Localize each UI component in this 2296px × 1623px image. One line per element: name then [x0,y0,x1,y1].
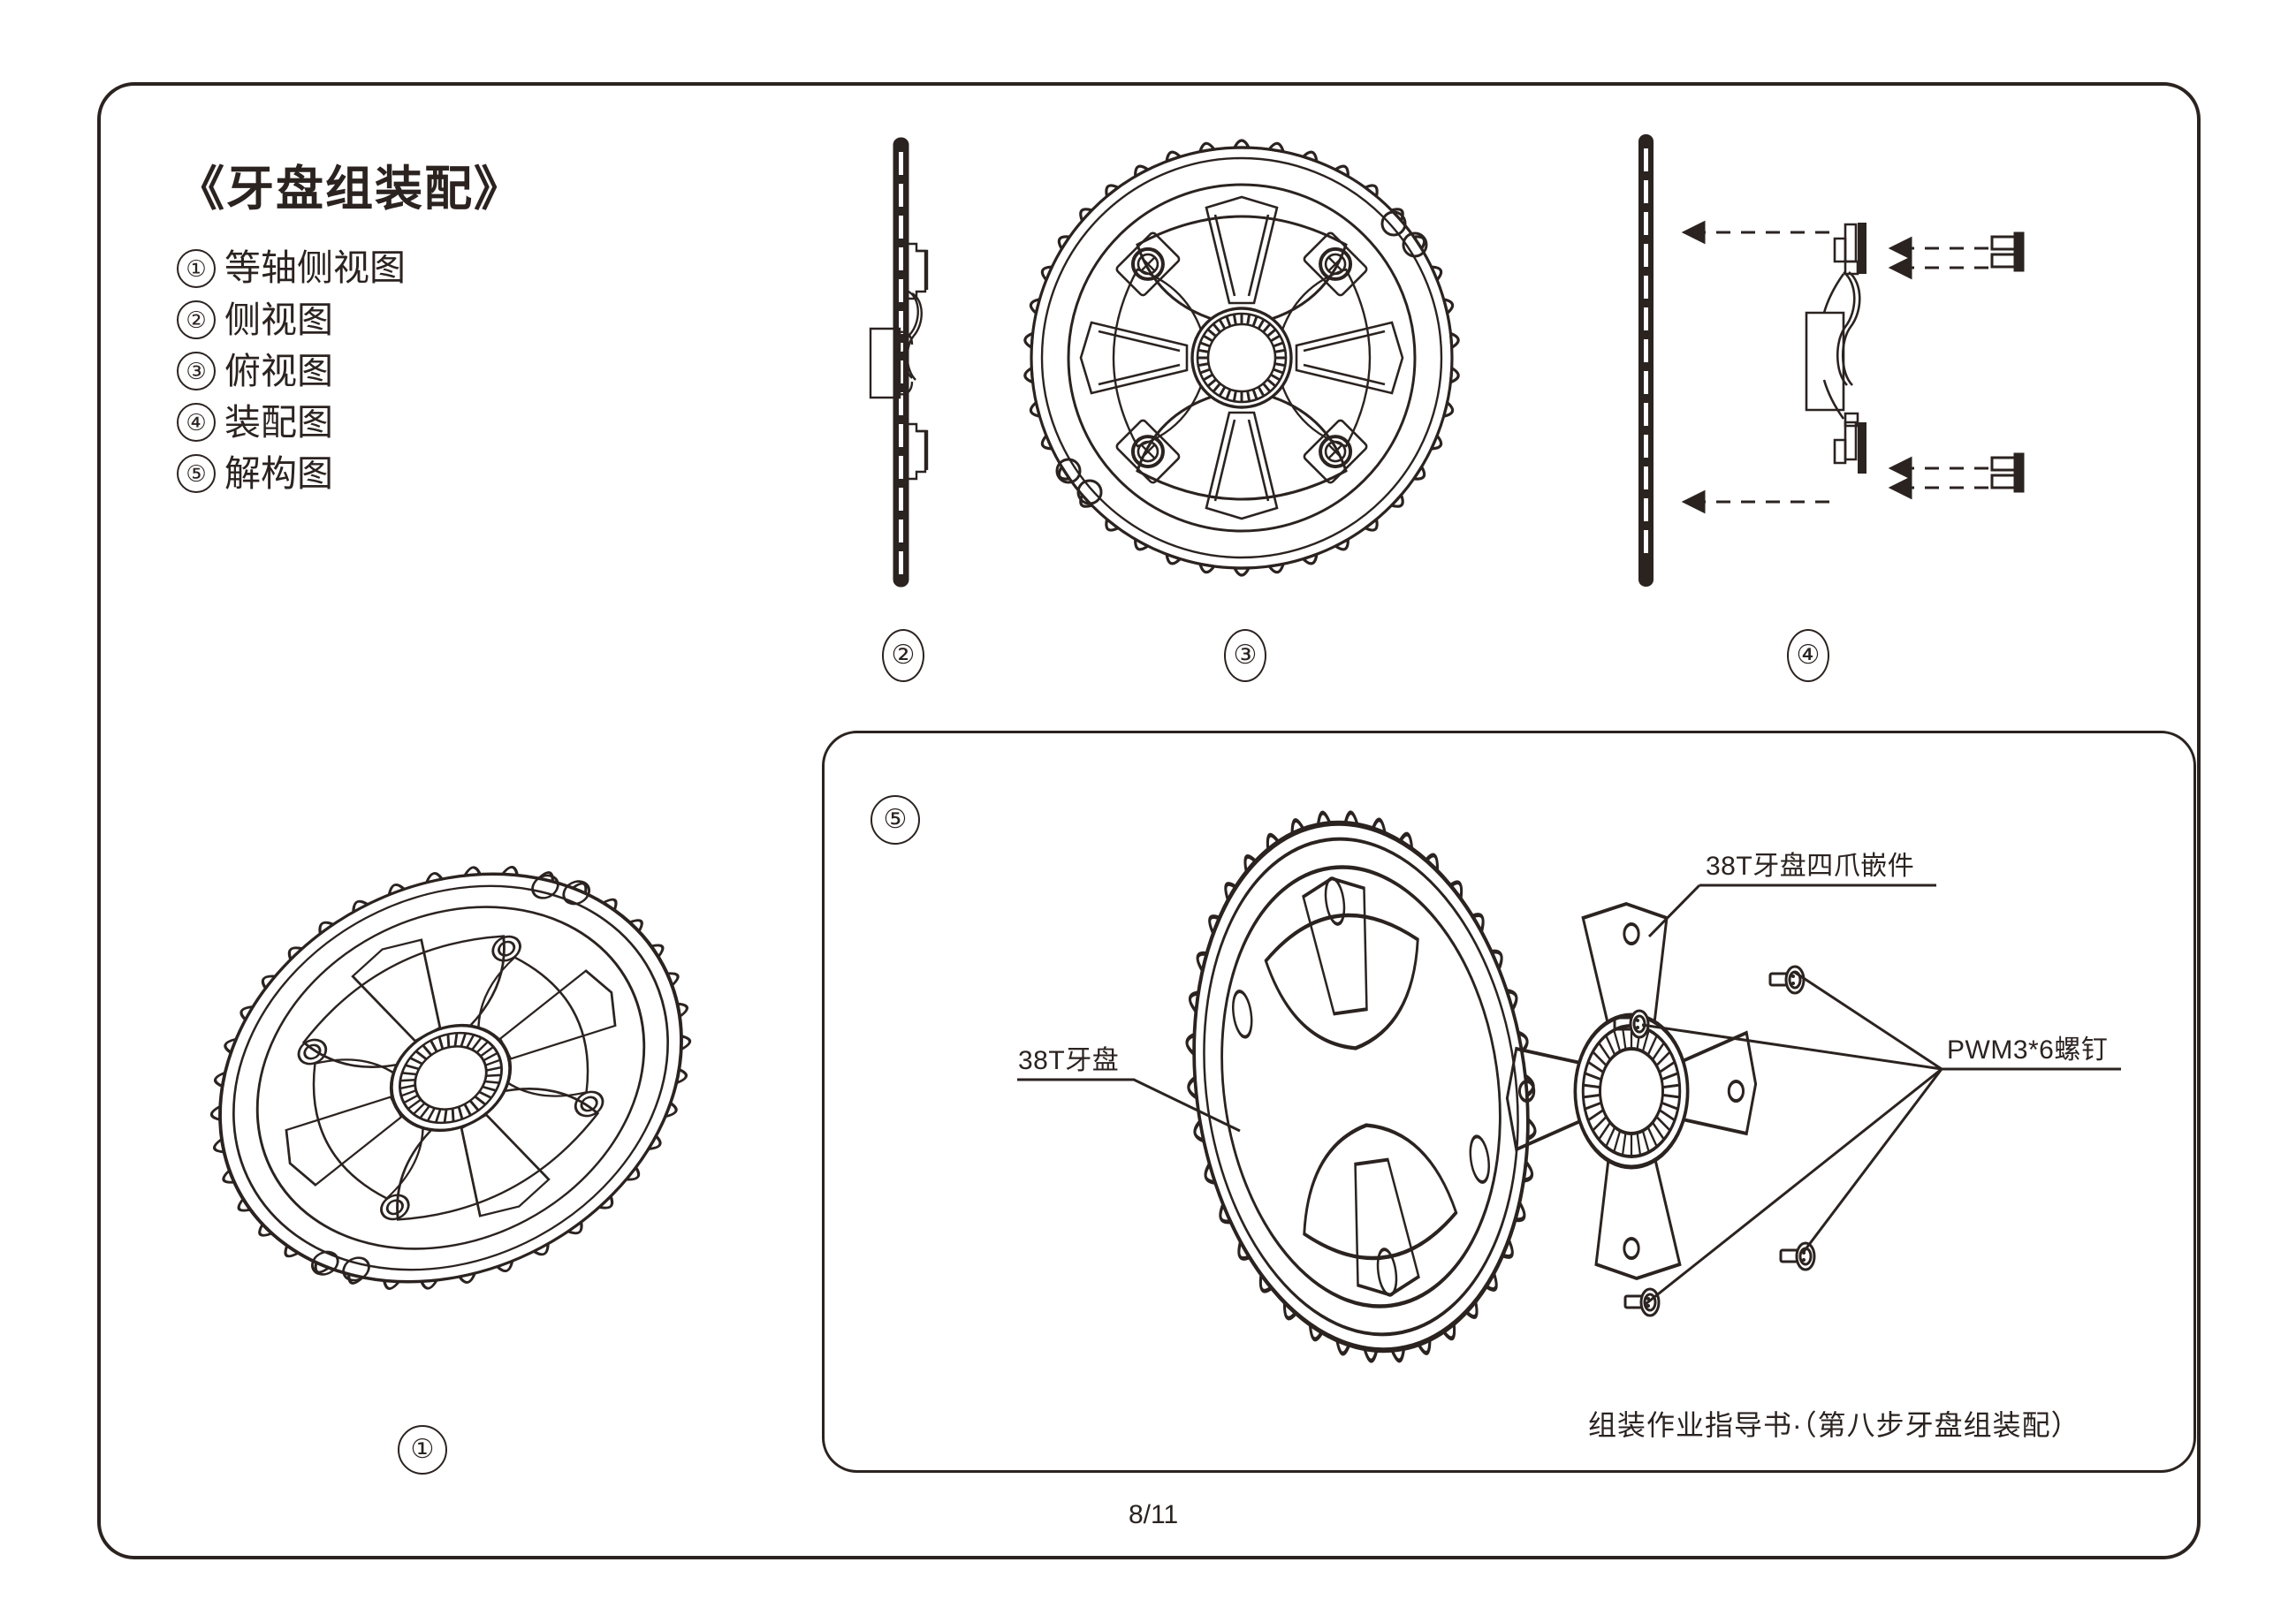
exploded-view-panel [822,731,2196,1473]
legend-number-icon: ① [177,248,216,288]
view-legend-list: ① 等轴侧视图 ② 侧视图 ③ 俯视图 ④ 装配图 ⑤ 解构图 [177,242,636,499]
legend-number-icon: ② [177,300,216,339]
footer-caption: 组装作业指导书·（第八步牙盘组装配） [1588,1409,2080,1441]
legend-number-icon: ③ [177,351,216,391]
legend-number-icon: ④ [177,403,216,443]
annotation-chainring: 38T牙盘 [1018,1046,1120,1075]
legend-item: ④ 装配图 [177,397,636,448]
assembly-arrow [1681,489,1829,514]
splined-hub-icon [1190,307,1293,409]
legend-item: ③ 俯视图 [177,345,636,397]
side-view-drawing [862,133,968,592]
assembly-arrow [1888,456,1988,481]
view-marker-top: ③ [1224,629,1266,682]
view-marker-side: ② [882,629,924,682]
legend-item: ① 等轴侧视图 [177,242,636,293]
assembly-arrow [1888,236,1988,261]
annotation-spider-insert: 38T牙盘四爪嵌件 [1706,852,1915,881]
exploded-screw [1778,1235,1826,1278]
page-number: 8/11 [1129,1500,1179,1529]
legend-label: 等轴侧视图 [224,247,406,289]
legend-item: ② 侧视图 [177,294,636,345]
isometric-view-drawing [177,769,725,1387]
exploded-spider-insert-drawing [1481,901,1782,1281]
assembly-arrow [1681,220,1829,245]
legend-label: 俯视图 [224,350,333,391]
annotation-screws: PWM3*6螺钉 [1947,1035,2109,1065]
mounting-screw-group [1115,231,1368,484]
assembly-view-drawing [1617,131,1988,590]
assembly-screw-pair-top [1988,231,2041,284]
title-block: 《牙盘组装配》 ① 等轴侧视图 ② 侧视图 ③ 俯视图 ④ 装配图 ⑤ 解构图 [177,163,636,499]
legend-label: 解构图 [224,453,333,495]
legend-number-icon: ⑤ [177,454,216,494]
legend-label: 装配图 [224,402,333,444]
page-border [97,82,2201,1559]
exploded-screw [1768,959,1815,1001]
exploded-screw [1612,1003,1660,1045]
page-title: 《牙盘组装配》 [177,163,523,216]
assembly-arrow [1888,475,1988,500]
top-view-drawing [1007,124,1476,592]
view-marker-isometric: ① [398,1425,447,1475]
assembly-screw-pair-bottom [1988,452,2041,505]
splined-hub-icon [389,1023,513,1133]
assembly-arrow [1888,255,1988,280]
view-marker-exploded: ⑤ [871,795,920,845]
view-marker-assembly: ④ [1787,629,1829,682]
legend-item: ⑤ 解构图 [177,448,636,499]
legend-label: 侧视图 [224,299,333,340]
